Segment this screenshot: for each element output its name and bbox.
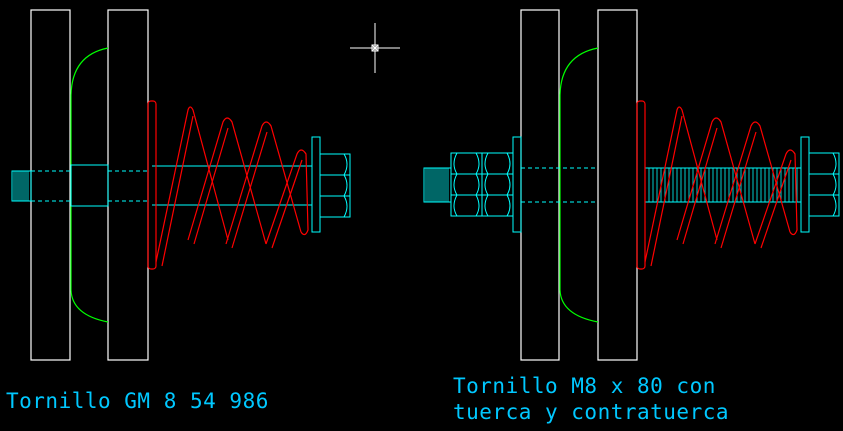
left-plate-outer <box>30 9 71 361</box>
right-rubber-arc <box>559 47 599 323</box>
right-plate-outer <box>520 9 560 361</box>
left-spring <box>147 100 309 270</box>
caption-right-line2: tuerca y contratuerca <box>453 400 730 424</box>
right-spring <box>636 100 798 270</box>
left-plate-inner <box>107 9 149 361</box>
crosshair-cursor-icon[interactable] <box>350 23 400 73</box>
left-assembly <box>11 9 351 361</box>
caption-right-line1: Tornillo M8 x 80 con <box>453 374 716 398</box>
right-bolt <box>423 136 840 233</box>
caption-left: Tornillo GM 8 54 986 <box>6 389 269 413</box>
left-rubber-arc <box>70 47 109 323</box>
right-plate-inner <box>597 9 638 361</box>
right-assembly <box>423 9 840 361</box>
left-bolt <box>11 136 351 233</box>
